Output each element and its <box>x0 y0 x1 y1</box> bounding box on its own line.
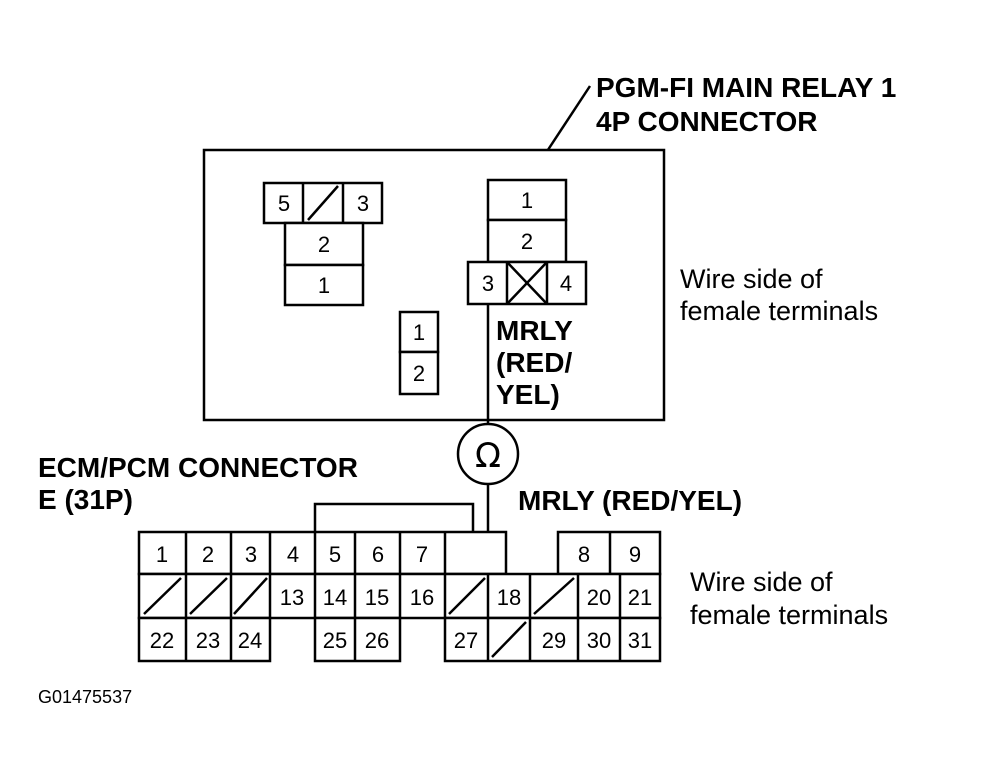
ecm-pin-23: 23 <box>196 628 220 653</box>
ecm-pin-1: 1 <box>156 542 168 567</box>
relay-title-line1: PGM-FI MAIN RELAY 1 <box>596 72 896 103</box>
relay-4p-pin-1: 1 <box>521 188 533 213</box>
relay-signal-line1: MRLY <box>496 315 573 346</box>
relay-4p-pin-4: 4 <box>560 271 572 296</box>
relay-4p-pin-3: 3 <box>482 271 494 296</box>
relay-title-line2: 4P CONNECTOR <box>596 106 817 137</box>
relay-left-pin-2: 2 <box>318 232 330 257</box>
ecm-pin-20: 20 <box>587 585 611 610</box>
relay-left-block: 5 3 2 1 <box>262 181 384 307</box>
ecm-pin-16: 16 <box>410 585 434 610</box>
ecm-pin-7: 7 <box>416 542 428 567</box>
ecm-pin-22: 22 <box>150 628 174 653</box>
relay-left-pin-5: 5 <box>278 191 290 216</box>
relay-4p-connector: 1 2 3 4 <box>466 178 588 306</box>
ecm-pin-29: 29 <box>542 628 566 653</box>
ecm-pin-31: 31 <box>628 628 652 653</box>
ecm-pin-14: 14 <box>323 585 347 610</box>
ecm-pin-3: 3 <box>245 542 257 567</box>
ecm-pin-6: 6 <box>372 542 384 567</box>
ecm-pin-8: 8 <box>578 542 590 567</box>
ecm-pin-13: 13 <box>280 585 304 610</box>
ecm-pin-27: 27 <box>454 628 478 653</box>
ecm-pin-9: 9 <box>629 542 641 567</box>
ecm-title-line1: ECM/PCM CONNECTOR <box>38 452 358 483</box>
relay-small-pin-1: 1 <box>413 320 425 345</box>
ecm-wire-side-line2: female terminals <box>690 600 888 630</box>
ecm-pin-18: 18 <box>497 585 521 610</box>
ohm-symbol-text: Ω <box>475 436 501 476</box>
ecm-signal-label: MRLY (RED/YEL) <box>518 485 742 516</box>
relay-4p-pin-2: 2 <box>521 229 533 254</box>
ecm-pin-15: 15 <box>365 585 389 610</box>
relay-wire-side-line1: Wire side of <box>680 264 823 294</box>
ecm-wire-side-line1: Wire side of <box>690 567 833 597</box>
ecm-pin-4: 4 <box>287 542 299 567</box>
ecm-pin-26: 26 <box>365 628 389 653</box>
ecm-pin-24: 24 <box>238 628 262 653</box>
ecm-31p-connector: 1 2 3 4 5 6 7 8 9 13 14 15 16 18 20 21 2… <box>137 530 662 663</box>
relay-left-pin-3: 3 <box>357 191 369 216</box>
ecm-pin-21: 21 <box>628 585 652 610</box>
relay-left-pin-1: 1 <box>318 273 330 298</box>
ecm-pin-2: 2 <box>202 542 214 567</box>
ecm-pin-30: 30 <box>587 628 611 653</box>
relay-small-block: 1 2 <box>398 310 440 396</box>
relay-signal-line3: YEL) <box>496 379 560 410</box>
ecm-pin-5: 5 <box>329 542 341 567</box>
relay-signal-line2: (RED/ <box>496 347 572 378</box>
relay-small-pin-2: 2 <box>413 361 425 386</box>
ecm-pin-25: 25 <box>323 628 347 653</box>
figure-code: G01475537 <box>38 687 132 707</box>
ohmmeter-wiring: Ω <box>313 304 520 532</box>
ecm-title-line2: E (31P) <box>38 484 133 515</box>
relay-wire-side-line2: female terminals <box>680 296 878 326</box>
